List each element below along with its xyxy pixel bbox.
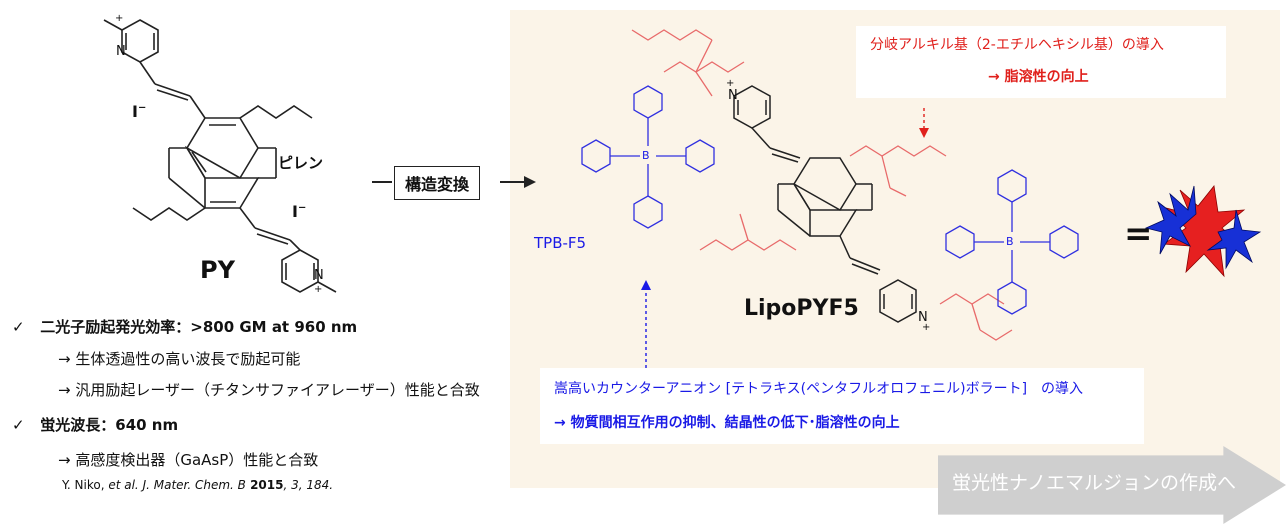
branch-note: 分岐アルキル基（2-エチルヘキシル基）の導入 [870, 37, 1164, 53]
conversion-label: 構造変換 [394, 166, 481, 200]
tpb-f5-anion-2 [945, 169, 1079, 315]
lipo-charge-bottom: + [922, 322, 931, 333]
equals-sign: = [1124, 214, 1153, 254]
anion-note-box: 嵩高いカウンターアニオン [テトラキス(ペンタフルオロフェニル)ボラート] の導… [540, 368, 1144, 444]
lipopyf5-structure [733, 85, 917, 323]
reference: Y. Niko, et al. J. Mater. Chem. B 2015, … [62, 478, 334, 492]
pyrene-label: ピレン [278, 154, 324, 172]
next-step-arrow: 蛍光性ナノエマルジョンの作成へ [938, 446, 1286, 524]
branch-effect: → 脂溶性の向上 [988, 69, 1089, 85]
bullet-sub-laser: → 汎用励起レーザー（チタンサファイアレーザー）性能と合致 [58, 381, 480, 399]
boron-label-1: B [642, 149, 650, 162]
lipopyf5-compound-label: LipoPYF5 [744, 296, 859, 321]
py-n-top: N [116, 44, 126, 59]
bullet-emission: ✓ 蛍光波長：640 nm [12, 416, 179, 434]
anion-note: 嵩高いカウンターアニオン [テトラキス(ペンタフルオロフェニル)ボラート] の導… [554, 381, 1084, 397]
next-step-label: 蛍光性ナノエマルジョンの作成へ [952, 472, 1237, 494]
py-compound-label: PY [200, 256, 235, 284]
boron-label-2: B [1006, 235, 1014, 248]
branch-note-box: 分岐アルキル基（2-エチルヘキシル基）の導入 → 脂溶性の向上 [856, 26, 1226, 98]
lipo-n-top: N [728, 88, 738, 103]
bullet-sub-penetration: → 生体透過性の高い波長で励起可能 [58, 350, 301, 368]
py-n-bottom: N [314, 268, 324, 283]
lipo-charge-top: + [726, 78, 735, 89]
bullet-tpa-efficiency: ✓ 二光子励起発光効率：>800 GM at 960 nm [12, 318, 358, 336]
anion-effect: → 物質間相互作用の抑制、結晶性の低下･脂溶性の向上 [554, 415, 900, 431]
nanoparticle-icon [1144, 185, 1262, 278]
py-charge-bottom: + [314, 284, 323, 295]
py-charge-top: + [115, 13, 124, 24]
bullet-sub-detector: → 高感度検出器（GaAsP）性能と合致 [58, 451, 319, 469]
py-structure [103, 19, 337, 293]
lipo-n-bottom: N [918, 310, 928, 325]
iodide-top: I− [132, 102, 147, 121]
tpb-f5-anion-1 [581, 85, 715, 229]
tpb-f5-label: TPB-F5 [534, 234, 587, 252]
iodide-bottom: I− [292, 202, 307, 221]
